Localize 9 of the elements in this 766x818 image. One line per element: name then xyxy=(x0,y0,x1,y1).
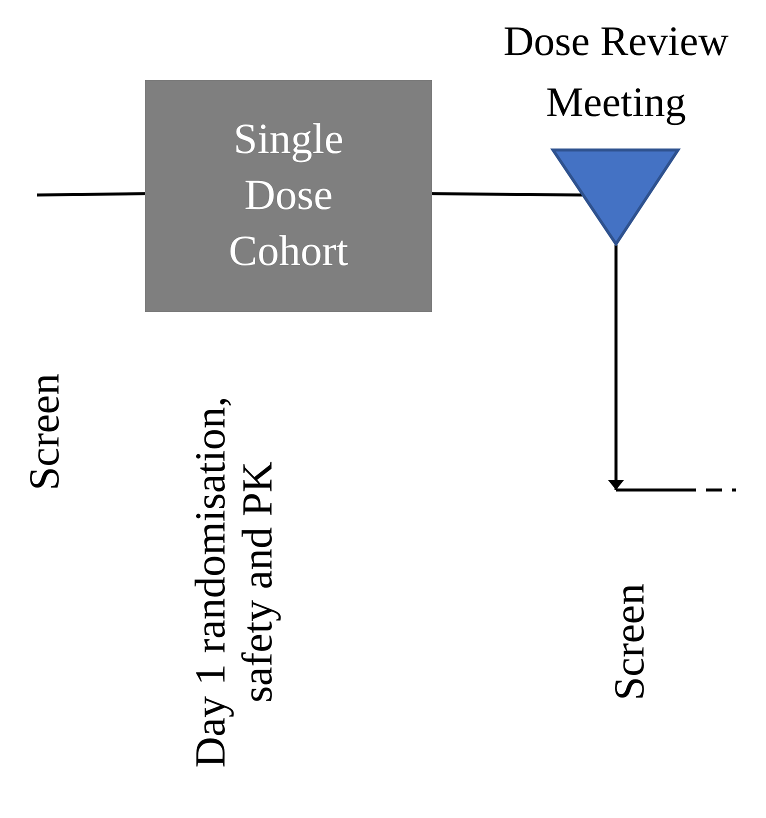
connector-line xyxy=(432,192,584,196)
timepoint-label: Screen xyxy=(21,372,69,492)
connector-line xyxy=(36,192,146,196)
milestone-label: Dose Review Meeting xyxy=(502,18,730,128)
process-box xyxy=(145,80,432,312)
timepoint-label: Screen xyxy=(606,582,654,702)
box-label: Single Dose Cohort xyxy=(228,115,350,277)
timepoint-label: Day 1 randomisation, safety and PK xyxy=(188,395,282,770)
connector-line xyxy=(608,244,624,490)
